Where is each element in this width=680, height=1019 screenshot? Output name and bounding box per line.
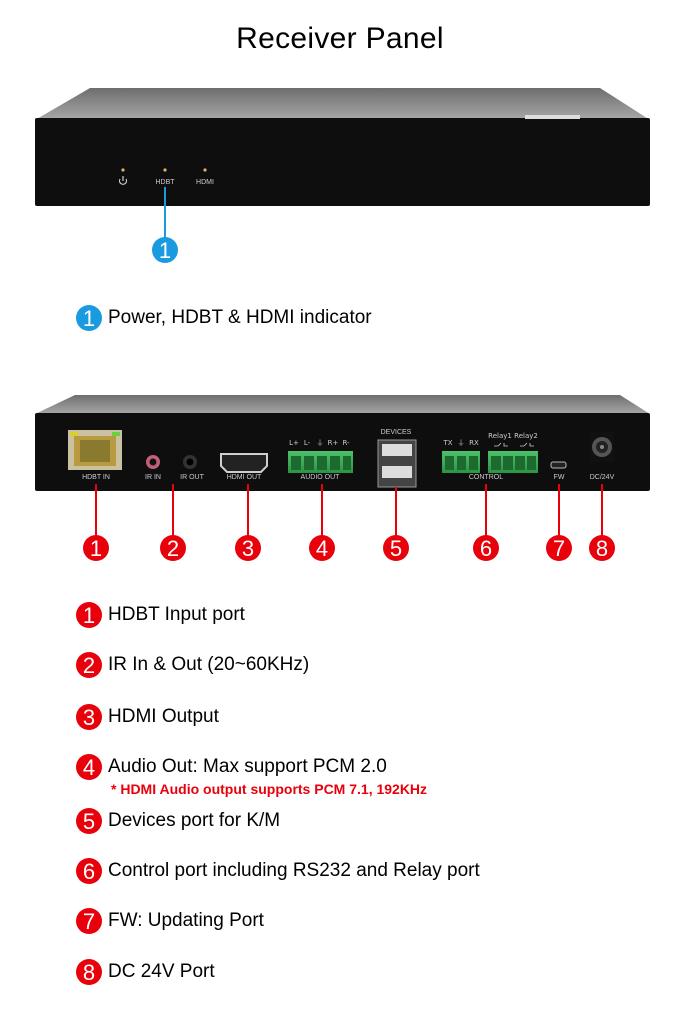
callout-lines: [95, 484, 603, 536]
legend-number: 6: [76, 858, 102, 884]
hdmi-out-port: [220, 453, 268, 473]
hdbt-led-label: HDBT: [155, 179, 175, 186]
legend-text: FW: Updating Port: [108, 910, 264, 931]
legend-text: HDBT Input port: [108, 604, 245, 625]
control-label: CONTROL: [469, 474, 503, 481]
devices-label: DEVICES: [381, 429, 412, 436]
audio-pin-label: R+: [328, 439, 339, 447]
fw-port: [550, 461, 567, 469]
control-pin-label: TX: [442, 439, 452, 447]
callout-1: 1: [83, 535, 109, 561]
usb-devices-ports: [377, 439, 417, 488]
legend-item: 2 IR In & Out (20~60KHz): [76, 650, 309, 680]
callout-8: 8: [589, 535, 615, 561]
power-icon: [118, 176, 128, 185]
legend-text: IR In & Out (20~60KHz): [108, 654, 310, 675]
callout-7: 7: [546, 535, 572, 561]
legend-item: 5 Devices port for K/M: [76, 806, 280, 836]
hdmi-led: [203, 168, 207, 172]
front-device: HDBT HDMI: [35, 88, 650, 240]
page-title: Receiver Panel: [236, 22, 444, 55]
control-pin-label: RX: [469, 439, 479, 447]
relay2-label: Relay2: [514, 432, 538, 440]
audio-out-label: AUDIO OUT: [301, 474, 341, 481]
legend-number: 8: [76, 959, 102, 985]
callout-4: 4: [309, 535, 335, 561]
audio-pin-label: ⏚: [317, 439, 324, 447]
legend-text: DC 24V Port: [108, 961, 215, 982]
callout-6: 6: [473, 535, 499, 561]
legend-number: 7: [76, 908, 102, 934]
legend-item: 7 FW: Updating Port: [76, 906, 264, 936]
power-led: [121, 168, 125, 172]
legend-item: 3 HDMI Output: [76, 702, 219, 732]
ir-out-label: IR OUT: [180, 474, 204, 481]
legend-item: 1 HDBT Input port: [76, 600, 245, 630]
legend-number: 1: [76, 305, 102, 331]
legend-text: Power, HDBT & HDMI indicator: [108, 307, 372, 328]
callout-2: 2: [160, 535, 186, 561]
legend-text: Audio Out: Max support PCM 2.0: [108, 756, 387, 777]
hdmi-led-label: HDMI: [196, 179, 214, 186]
legend-number: 1: [76, 602, 102, 628]
legend-item: 4 Audio Out: Max support PCM 2.0: [76, 752, 387, 782]
control-pin-label: ⏚: [458, 439, 465, 447]
ir-in-label: IR IN: [145, 474, 161, 481]
rear-device: HDBT IN IR IN IR OUT HDMI OUT L+ L- ⏚ R+…: [35, 395, 650, 536]
legend-text: Devices port for K/M: [108, 810, 281, 831]
hdbt-in-label: HDBT IN: [82, 474, 110, 481]
fw-label: FW: [554, 474, 565, 481]
legend-item: 8 DC 24V Port: [76, 957, 215, 987]
hdmi-out-label: HDMI OUT: [227, 474, 262, 481]
audio-pin-label: R-: [342, 439, 350, 447]
audio-pin-label: L+: [289, 439, 299, 447]
audio-note: * HDMI Audio output supports PCM 7.1, 19…: [111, 781, 428, 797]
legend-number: 4: [76, 754, 102, 780]
callout-5: 5: [383, 535, 409, 561]
dc-label: DC/24V: [590, 474, 615, 481]
hdbt-led: [163, 168, 167, 172]
legend-number: 3: [76, 704, 102, 730]
legend-text: HDMI Output: [108, 706, 219, 727]
legend-item: 1 Power, HDBT & HDMI indicator: [76, 303, 372, 333]
audio-pin-label: L-: [304, 439, 311, 447]
legend-number: 5: [76, 808, 102, 834]
callout-3: 3: [235, 535, 261, 561]
callout-1: 1: [152, 237, 178, 263]
hdbt-in-port: [68, 430, 122, 470]
legend-item: 6 Control port including RS232 and Relay…: [76, 856, 480, 886]
legend-text: Control port including RS232 and Relay p…: [108, 860, 480, 881]
legend-number: 2: [76, 652, 102, 678]
relay1-label: Relay1: [488, 432, 512, 440]
